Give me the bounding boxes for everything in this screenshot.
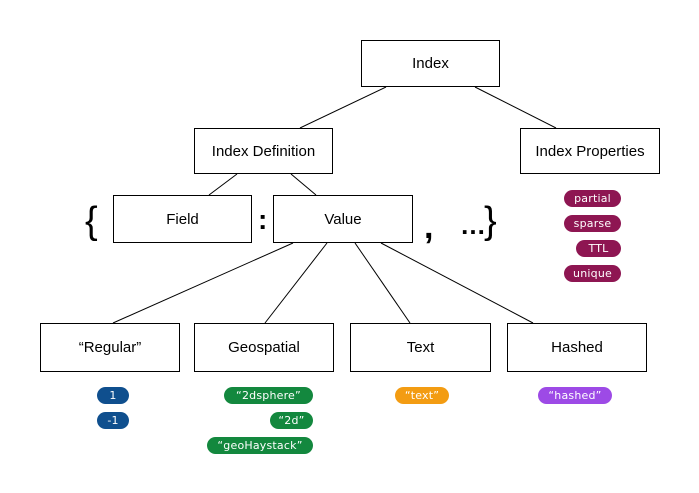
index-node: Index <box>361 40 500 87</box>
index-definition-node: Index Definition <box>194 128 333 174</box>
value-node: Value <box>273 195 413 243</box>
colon-symbol: : <box>258 204 268 235</box>
close-brace-symbol: } <box>484 200 497 242</box>
property-tag-unique: unique <box>564 265 621 282</box>
regular-tag-ascending: 1 <box>97 387 129 404</box>
edge-definition-to-value <box>290 173 317 196</box>
edge-value-to-regular <box>112 242 294 324</box>
edge-index-to-definition <box>299 86 387 129</box>
text-node: Text <box>350 323 491 372</box>
edge-index-to-properties <box>474 86 557 129</box>
index-properties-node: Index Properties <box>520 128 660 174</box>
property-tag-sparse: sparse <box>564 215 621 232</box>
edge-value-to-text <box>354 242 411 324</box>
ellipsis-symbol: … <box>460 210 486 240</box>
hashed-node: Hashed <box>507 323 647 372</box>
open-brace-symbol: { <box>85 200 98 242</box>
edge-value-to-geospatial <box>264 242 328 324</box>
geospatial-tag-2dsphere: “2dsphere” <box>224 387 313 404</box>
geospatial-tag-2d: “2d” <box>270 412 313 429</box>
edge-value-to-hashed <box>380 242 534 324</box>
regular-tag-descending: -1 <box>97 412 129 429</box>
comma-symbol: , <box>424 208 434 246</box>
property-tag-partial: partial <box>564 190 621 207</box>
hashed-tag: “hashed” <box>538 387 612 404</box>
regular-node: “Regular” <box>40 323 180 372</box>
property-tag-ttl: TTL <box>576 240 621 257</box>
edge-definition-to-field <box>208 173 238 196</box>
field-node: Field <box>113 195 252 243</box>
text-tag: “text” <box>395 387 449 404</box>
geospatial-node: Geospatial <box>194 323 334 372</box>
geospatial-tag-geohaystack: “geoHaystack” <box>207 437 313 454</box>
